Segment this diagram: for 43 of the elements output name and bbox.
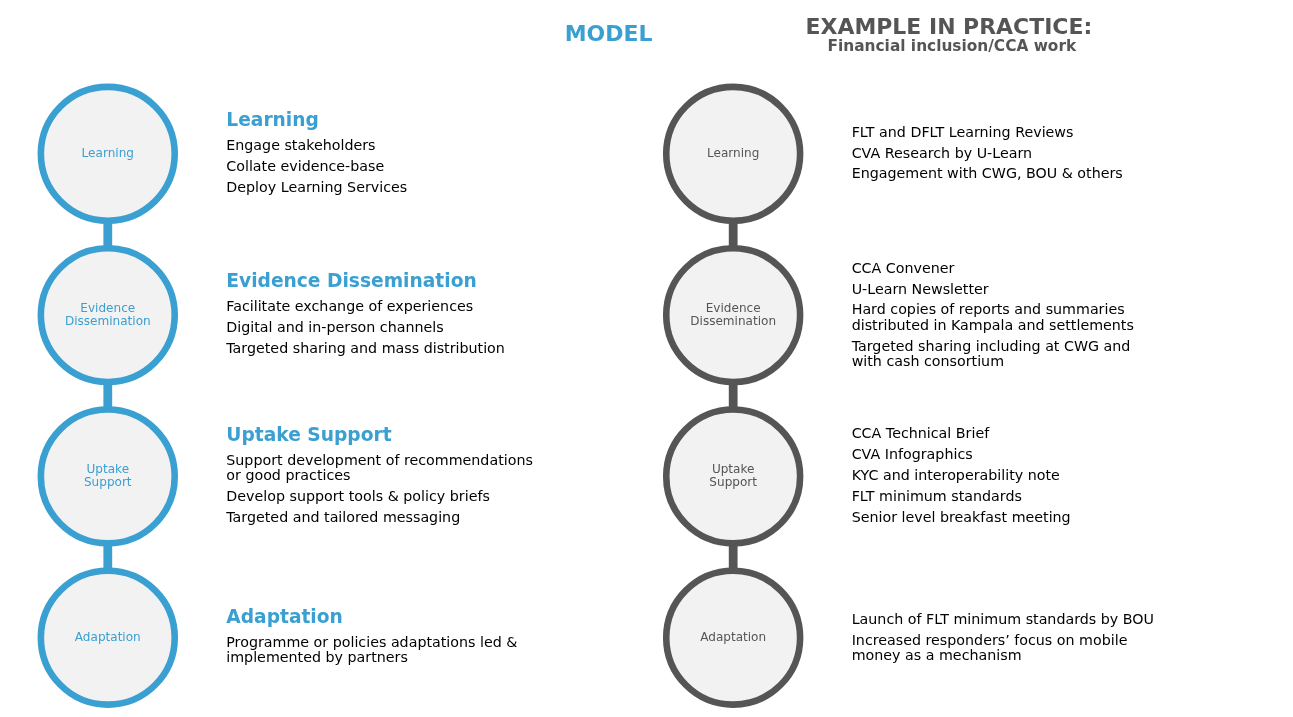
node-label: Increased responders’ focus on mobile money as a mechanism bbox=[851, 631, 1128, 663]
node-circle: Learning bbox=[37, 83, 178, 224]
node-label: Programme or policies adaptations led & implemented by partners bbox=[226, 633, 518, 665]
node-label: Facilitate exchange of experiences bbox=[226, 297, 474, 314]
label: EXAMPLE IN PRACTICE: bbox=[805, 13, 1093, 39]
node-label: Senior level breakfast meeting bbox=[851, 508, 1071, 525]
node-label: Targeted sharing and mass distribution bbox=[226, 339, 505, 356]
node-label: Launch of FLT minimum standards by BOU bbox=[851, 610, 1154, 627]
label: MODEL bbox=[564, 20, 653, 46]
node-label: CCA Convener bbox=[851, 259, 955, 276]
node-label: Targeted sharing including at CWG and with cash consortium bbox=[851, 337, 1131, 369]
node-label: Adaptation bbox=[226, 605, 343, 627]
node-label: Collate evidence-base bbox=[226, 157, 385, 174]
node-circle: Evidence Dissemination bbox=[662, 244, 804, 385]
node-circle: Adaptation bbox=[662, 566, 804, 708]
node-circle: Uptake Support bbox=[37, 405, 178, 547]
node-label: Digital and in-person channels bbox=[226, 318, 444, 335]
connector bbox=[103, 543, 113, 570]
connector bbox=[728, 220, 738, 248]
node-label: Learning bbox=[226, 108, 319, 130]
node-label: Uptake Support bbox=[226, 423, 392, 445]
node-label: CVA Infographics bbox=[851, 445, 973, 462]
node-circle: Learning bbox=[662, 83, 804, 224]
node-circle: Adaptation bbox=[37, 566, 178, 708]
node-label: FLT and DFLT Learning Reviews bbox=[851, 123, 1074, 140]
node-circle: Uptake Support bbox=[662, 405, 804, 547]
node-label: Evidence Dissemination bbox=[226, 269, 477, 291]
node-label: U-Learn Newsletter bbox=[851, 280, 989, 297]
node-label: Engagement with CWG, BOU & others bbox=[851, 164, 1123, 181]
node-label: Deploy Learning Services bbox=[226, 178, 408, 195]
label: Financial inclusion/CCA work bbox=[827, 36, 1077, 55]
node-label: Targeted and tailored messaging bbox=[226, 508, 461, 525]
node-circle: Evidence Dissemination bbox=[37, 244, 178, 385]
connector bbox=[103, 220, 113, 248]
node-label: FLT minimum standards bbox=[851, 487, 1022, 504]
node-label: Engage stakeholders bbox=[226, 136, 376, 153]
node-label: KYC and interoperability note bbox=[851, 466, 1060, 483]
node-label: CCA Technical Brief bbox=[851, 424, 990, 441]
node-label: Develop support tools & policy briefs bbox=[226, 487, 490, 504]
node-label: Support development of recommendations or good practices bbox=[226, 451, 533, 483]
node-label: CVA Research by U-Learn bbox=[851, 144, 1033, 161]
connector bbox=[728, 543, 738, 570]
node-label: Hard copies of reports and summaries distributed in Kampala and settlements bbox=[851, 300, 1134, 333]
